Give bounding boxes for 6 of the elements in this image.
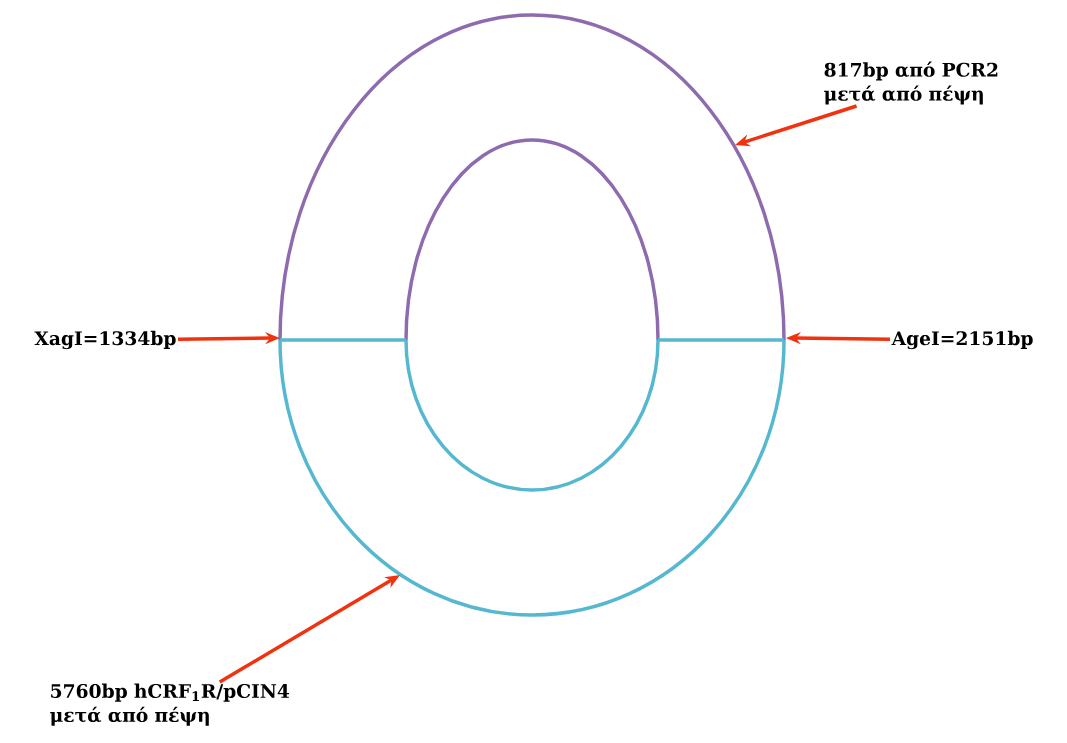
- label-text: 5760bp hCRF$_{1}$R/pCIN4 μετά από πέψη: [50, 683, 290, 726]
- label-text: AgeI=2151bp: [891, 330, 1033, 350]
- dna-fragment-drawing: [278, 13, 786, 341]
- label-text: 817bp από PCR2 μετά από πέψη: [824, 61, 998, 105]
- dna-fragment-drawing: [278, 338, 786, 617]
- label-text: XagI=1334bp: [34, 330, 176, 350]
